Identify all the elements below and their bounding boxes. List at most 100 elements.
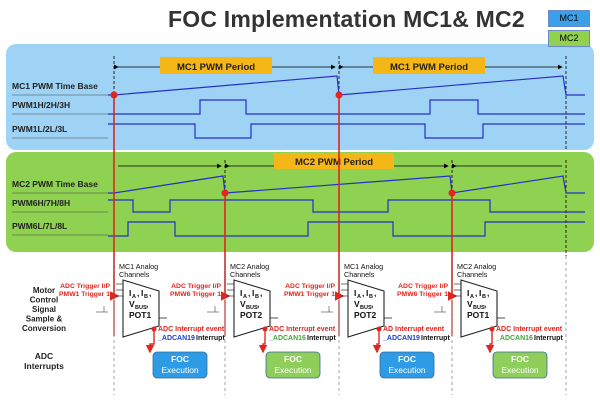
mux-title: MC2 Analog bbox=[230, 262, 269, 271]
mux-input-ib: I bbox=[479, 288, 481, 298]
foc-execution-label: FOC bbox=[398, 354, 416, 364]
mux-input-ia: I bbox=[467, 288, 469, 298]
adc-trigger-label: ADC Trigger I/P bbox=[171, 283, 221, 290]
trigger-junction bbox=[336, 293, 342, 299]
mux-comma: , bbox=[484, 299, 486, 309]
conversion-row-label: Conversion bbox=[22, 324, 66, 333]
mux-input-sub: BUS bbox=[473, 305, 485, 311]
mux-input-sub: A bbox=[132, 294, 136, 300]
mux-input-ia: I bbox=[354, 288, 356, 298]
mux-comma: , bbox=[374, 288, 376, 298]
conversion-row-label: Control bbox=[30, 296, 58, 305]
trigger-point bbox=[110, 91, 118, 99]
interrupt-arrow bbox=[258, 329, 268, 354]
adc-interrupt-event-label: ADC Interrupt event bbox=[496, 326, 563, 333]
trigger-point bbox=[221, 189, 229, 197]
mux-comma: , bbox=[146, 299, 148, 309]
analog-mux bbox=[460, 279, 498, 338]
mux-input-pot: POT1 bbox=[467, 310, 489, 320]
mux-title: Channels bbox=[457, 270, 488, 279]
mux-input-vbus: V bbox=[354, 299, 360, 309]
mux-input-ia: I bbox=[240, 288, 242, 298]
mux-input-pot: POT2 bbox=[240, 310, 262, 320]
mux-title: MC2 Analog bbox=[457, 262, 496, 271]
mc1-period-label-box bbox=[373, 57, 485, 74]
mux-comma: , bbox=[248, 288, 250, 298]
mc1-panel bbox=[6, 44, 594, 150]
adc-trigger-label: ADC Trigger I/P bbox=[60, 283, 110, 290]
mux-comma: , bbox=[371, 299, 373, 309]
adc-trigger-label: PMW6 Trigger 1 bbox=[170, 291, 221, 298]
mux-title: MC1 Analog bbox=[344, 262, 383, 271]
foc-execution-box bbox=[379, 351, 435, 379]
interrupt-arrow bbox=[372, 329, 382, 354]
mc2-period-label: MC2 PWM Period bbox=[295, 157, 373, 168]
adc-trigger-label: ADC Trigger I/P bbox=[285, 283, 335, 290]
page-title: FOC Implementation MC1& MC2 bbox=[168, 6, 525, 32]
trigger-junction bbox=[111, 293, 117, 299]
mc2-panel bbox=[6, 152, 594, 252]
mux-comma: , bbox=[475, 288, 477, 298]
interrupt-arrow bbox=[485, 329, 495, 354]
mux-comma: , bbox=[149, 288, 151, 298]
mux-input-ib: I bbox=[366, 288, 368, 298]
analog-mux bbox=[122, 279, 160, 338]
mc2-signal-label: MC2 PWM Time Base bbox=[12, 179, 98, 189]
mc2-time-base bbox=[108, 175, 585, 194]
legend-mc2: MC2 bbox=[548, 30, 590, 47]
adc-trigger-label: ADC Trigger I/P bbox=[398, 283, 448, 290]
adc-interrupt-event-label: ADC Interrupt event bbox=[269, 326, 336, 333]
mux-title: Channels bbox=[344, 270, 375, 279]
mux-comma: , bbox=[137, 288, 139, 298]
foc-execution-label: FOC bbox=[171, 354, 189, 364]
mux-comma: , bbox=[260, 288, 262, 298]
adc-interrupt-channel: _ADCAN16 bbox=[495, 335, 533, 342]
conversion-row-label: Sample & bbox=[26, 315, 63, 324]
mc2-signal-label: PWM6L/7L/8L bbox=[12, 221, 67, 231]
adc-interrupt-suffix: Interrupt bbox=[421, 335, 450, 342]
mux-title: Channels bbox=[230, 270, 261, 279]
foc-execution-label: Execution bbox=[274, 365, 312, 375]
mux-input-pot: POT1 bbox=[129, 310, 151, 320]
adc-interrupt-suffix: Interrupt bbox=[307, 335, 336, 342]
mux-comma: , bbox=[487, 288, 489, 298]
trigger-junction bbox=[449, 293, 455, 299]
mux-title: MC1 Analog bbox=[119, 262, 158, 271]
foc-execution-label: FOC bbox=[284, 354, 302, 364]
mux-input-vbus: V bbox=[467, 299, 473, 309]
adc-interrupt-channel: _ADCAN19 bbox=[382, 335, 420, 342]
foc-execution-label: Execution bbox=[161, 365, 199, 375]
mux-input-sub: A bbox=[470, 294, 474, 300]
mux-input-sub: A bbox=[357, 294, 361, 300]
adc-interrupts-label: Interrupts bbox=[24, 361, 64, 371]
interrupt-arrow bbox=[145, 329, 155, 354]
mc1-pwm-high bbox=[108, 99, 585, 115]
mux-input-pot: POT2 bbox=[354, 310, 376, 320]
adc-interrupt-channel: _ADCAN19 bbox=[157, 335, 195, 342]
mc1-period-label-box bbox=[160, 57, 272, 74]
legend-mc1: MC1 bbox=[548, 10, 590, 27]
analog-mux bbox=[233, 279, 271, 338]
mc2-period-label-box bbox=[274, 153, 394, 169]
adc-interrupt-event-label: ADC Interrupt event bbox=[158, 326, 225, 333]
adc-interrupt-suffix: Interrupt bbox=[196, 335, 225, 342]
mux-comma: , bbox=[257, 299, 259, 309]
mc1-signal-label: PWM1H/2H/3H bbox=[12, 100, 70, 110]
mux-input-ib: I bbox=[141, 288, 143, 298]
foc-execution-label: Execution bbox=[388, 365, 426, 375]
mux-input-sub: B bbox=[482, 294, 486, 300]
mux-input-sub: BUS bbox=[135, 305, 147, 311]
mux-input-sub: A bbox=[243, 294, 247, 300]
adc-interrupt-event-label: AD Interrupt event bbox=[383, 326, 445, 333]
mux-input-sub: B bbox=[369, 294, 373, 300]
trigger-point bbox=[448, 189, 456, 197]
trigger-junction bbox=[222, 293, 228, 299]
mux-comma: , bbox=[362, 288, 364, 298]
mc2-pwm-low bbox=[108, 221, 585, 237]
adc-trigger-label: PMW1 Trigger 1 bbox=[284, 291, 335, 298]
mux-input-sub: BUS bbox=[360, 305, 372, 311]
mux-title: Channels bbox=[119, 270, 150, 279]
mux-input-ib: I bbox=[252, 288, 254, 298]
mc1-period-label: MC1 PWM Period bbox=[390, 62, 468, 73]
